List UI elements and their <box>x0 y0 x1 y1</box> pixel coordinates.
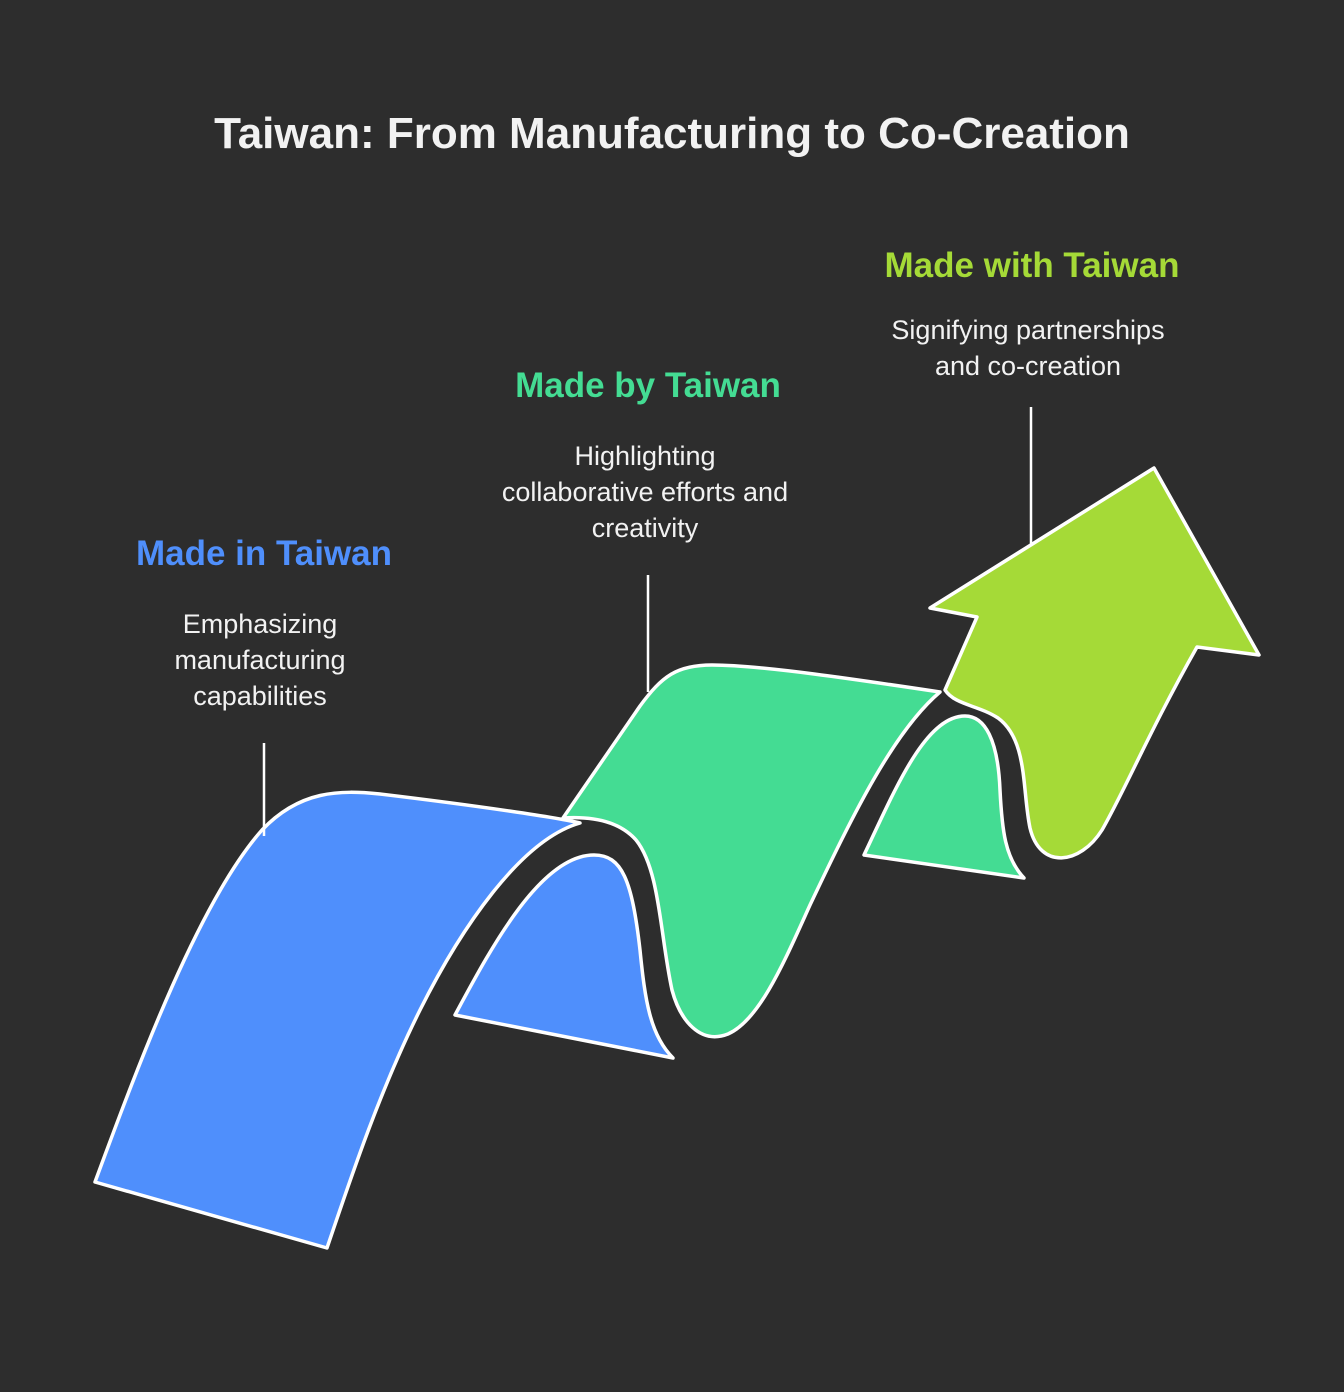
stage-1-title: Made in Taiwan <box>136 534 392 573</box>
stage-made-in-taiwan: Made in Taiwan Emphasizing manufacturing… <box>93 534 675 1250</box>
stage-1-main-band <box>93 790 582 1250</box>
stage-2-description-line-2: collaborative efforts and <box>502 477 788 507</box>
stage-1-lower-flap <box>453 853 675 1060</box>
stage-2-description-line-1: Highlighting <box>574 441 715 471</box>
stage-3-arrow-shape <box>928 466 1261 860</box>
stage-3-description-line-1: Signifying partnerships <box>891 315 1164 345</box>
stage-1-description-line-1: Emphasizing <box>183 609 338 639</box>
page-title: Taiwan: From Manufacturing to Co-Creatio… <box>214 109 1130 158</box>
stage-3-description-line-2: and co-creation <box>935 351 1121 381</box>
stage-1-description-line-2: manufacturing <box>174 645 345 675</box>
stage-made-with-taiwan: Made with Taiwan Signifying partnerships… <box>885 246 1261 860</box>
stage-2-title: Made by Taiwan <box>515 366 781 405</box>
stage-2-main-band <box>561 663 942 1039</box>
stage-1-description-line-3: capabilities <box>193 681 327 711</box>
stage-3-title: Made with Taiwan <box>885 246 1180 285</box>
stage-2-description-line-3: creativity <box>592 513 699 543</box>
stage-2-lower-flap <box>862 714 1026 880</box>
stage-made-by-taiwan: Made by Taiwan Highlighting collaborativ… <box>502 366 1026 1039</box>
